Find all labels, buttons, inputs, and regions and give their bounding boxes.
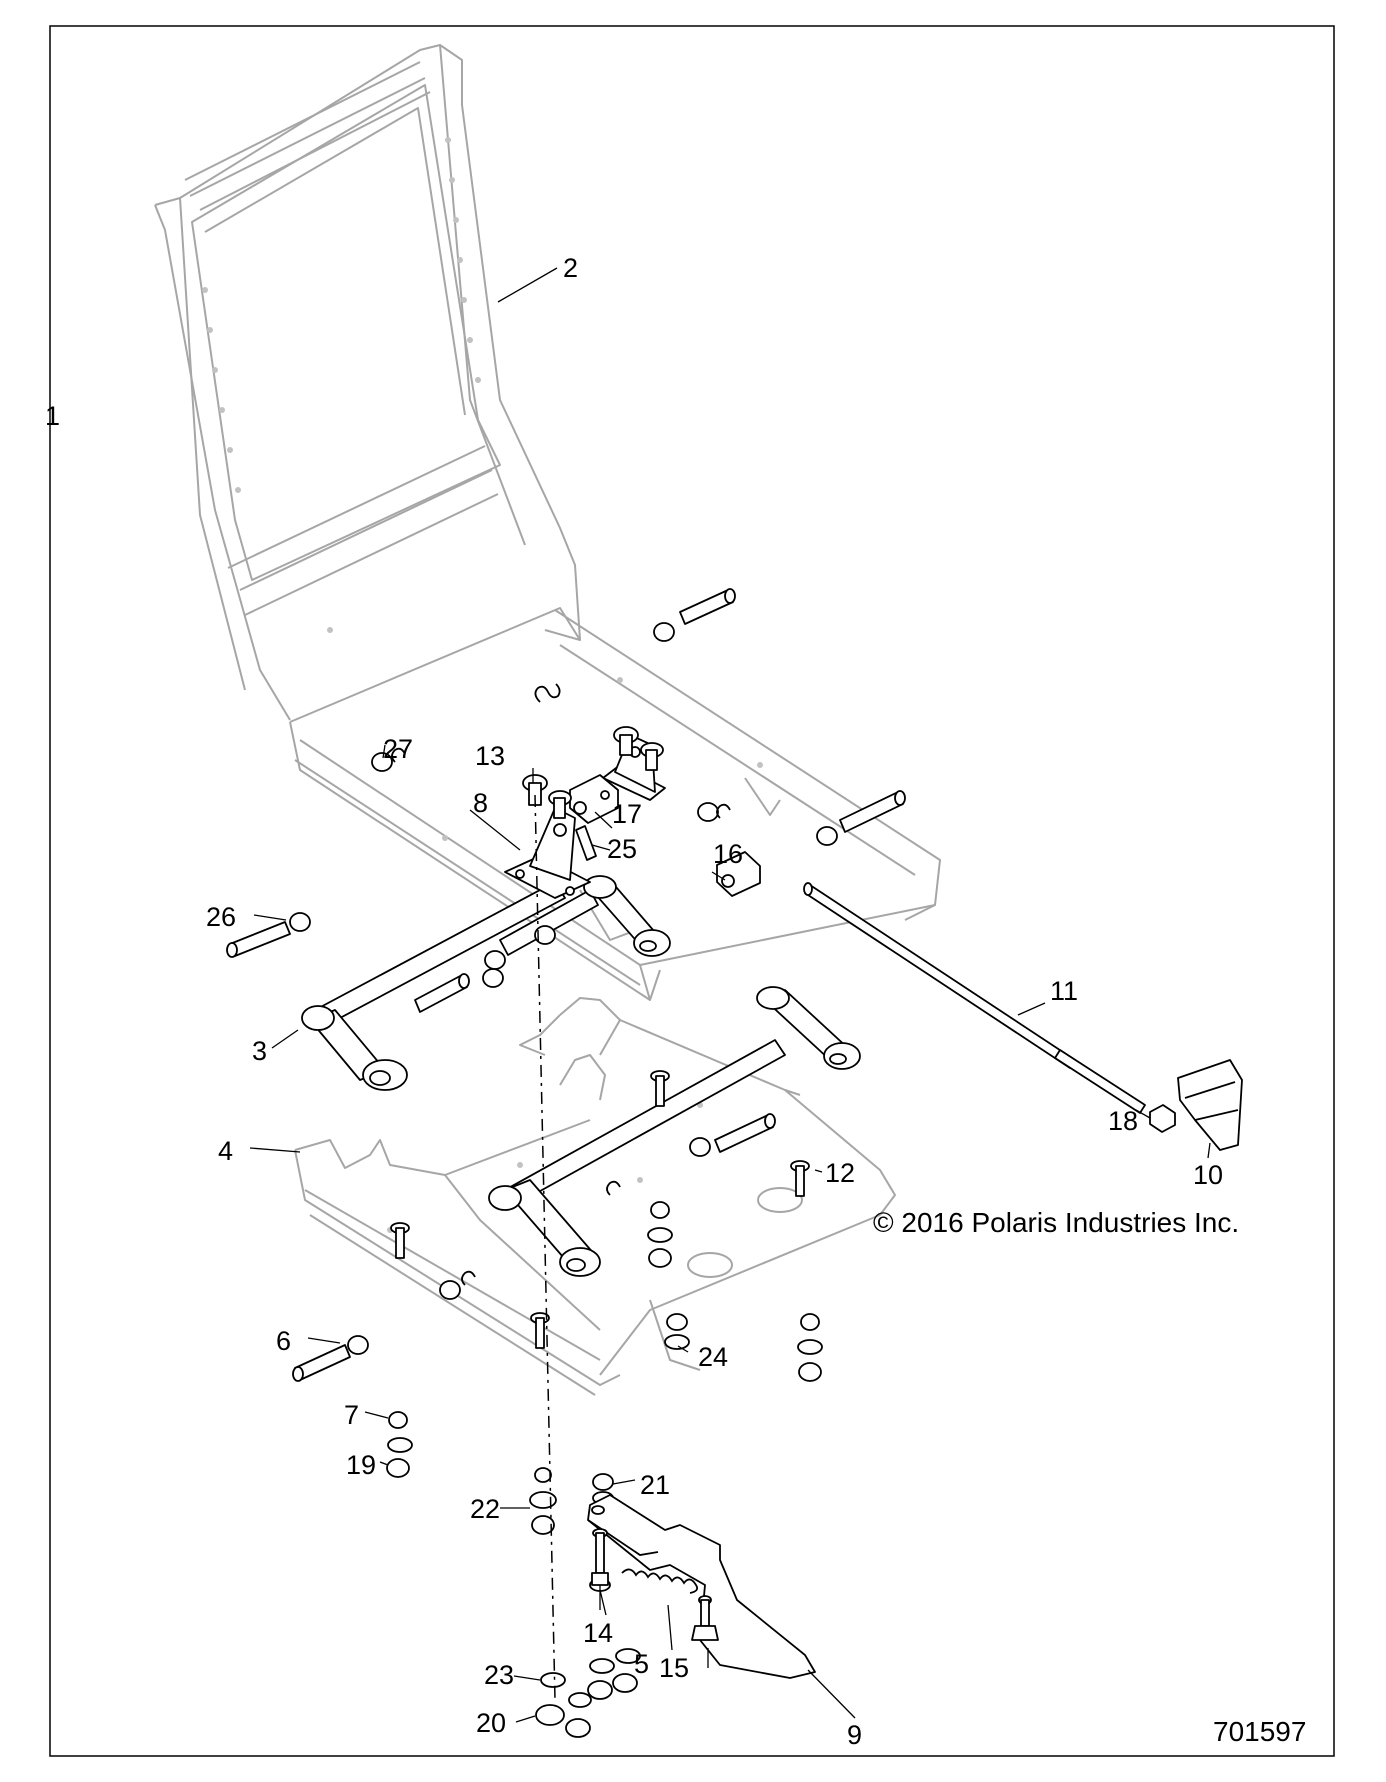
callout-4: 4: [218, 1136, 233, 1166]
callout-9: 9: [847, 1720, 862, 1750]
callout-6: 6: [276, 1326, 291, 1356]
callout-22: 22: [470, 1494, 500, 1524]
assembly-centerline: [534, 794, 556, 1701]
callout-1: 1: [45, 401, 60, 431]
pivot-pins: [226, 588, 906, 1382]
seat-slide-base: [294, 997, 896, 1396]
callout-2: 2: [563, 253, 578, 283]
callout-17: 17: [612, 799, 642, 829]
seat-back-frame: [154, 44, 581, 721]
drawing-number: 701597: [1213, 1716, 1306, 1747]
adjust-rod: [803, 882, 1176, 1133]
callout-25: 25: [607, 834, 637, 864]
callout-16: 16: [713, 839, 743, 869]
callout-3: 3: [252, 1036, 267, 1066]
callout-19: 19: [346, 1450, 376, 1480]
adjust-knob: [1177, 1059, 1243, 1151]
callout-13: 13: [475, 741, 505, 771]
callout-5: 5: [634, 1649, 649, 1679]
callout-11: 11: [1050, 976, 1078, 1006]
leader-lines: [249, 267, 1211, 1723]
callout-23: 23: [484, 1660, 514, 1690]
return-spring: [621, 1568, 699, 1594]
callout-26: 26: [206, 902, 236, 932]
drawing-border: [49, 25, 1335, 1757]
callout-20: 20: [476, 1708, 506, 1738]
release-lever: [587, 1494, 816, 1679]
callout-18: 18: [1108, 1106, 1138, 1136]
linkage-arm-left: [301, 881, 566, 1091]
bolt-14: [589, 1528, 611, 1592]
linkage-arm-right: [488, 986, 861, 1277]
callout-8: 8: [473, 788, 488, 818]
bolts: [390, 726, 810, 1349]
copyright-notice: © 2016 Polaris Industries Inc.: [873, 1207, 1239, 1238]
callout-labels: 1 2 3 4 5 6 7 8 9 10 11 12 13 14 15 16 1…: [45, 253, 1223, 1750]
callout-14: 14: [583, 1618, 613, 1648]
washers-and-nuts: [386, 1201, 823, 1738]
callout-7: 7: [344, 1400, 359, 1430]
linkage-arm-upper: [499, 875, 671, 957]
callout-10: 10: [1193, 1160, 1223, 1190]
callout-15: 15: [659, 1653, 689, 1683]
callout-24: 24: [698, 1342, 728, 1372]
bolt-15: [691, 1595, 719, 1641]
callout-12: 12: [825, 1158, 855, 1188]
callout-27: 27: [383, 734, 413, 764]
retaining-clips: [391, 683, 731, 1286]
callout-21: 21: [640, 1470, 670, 1500]
